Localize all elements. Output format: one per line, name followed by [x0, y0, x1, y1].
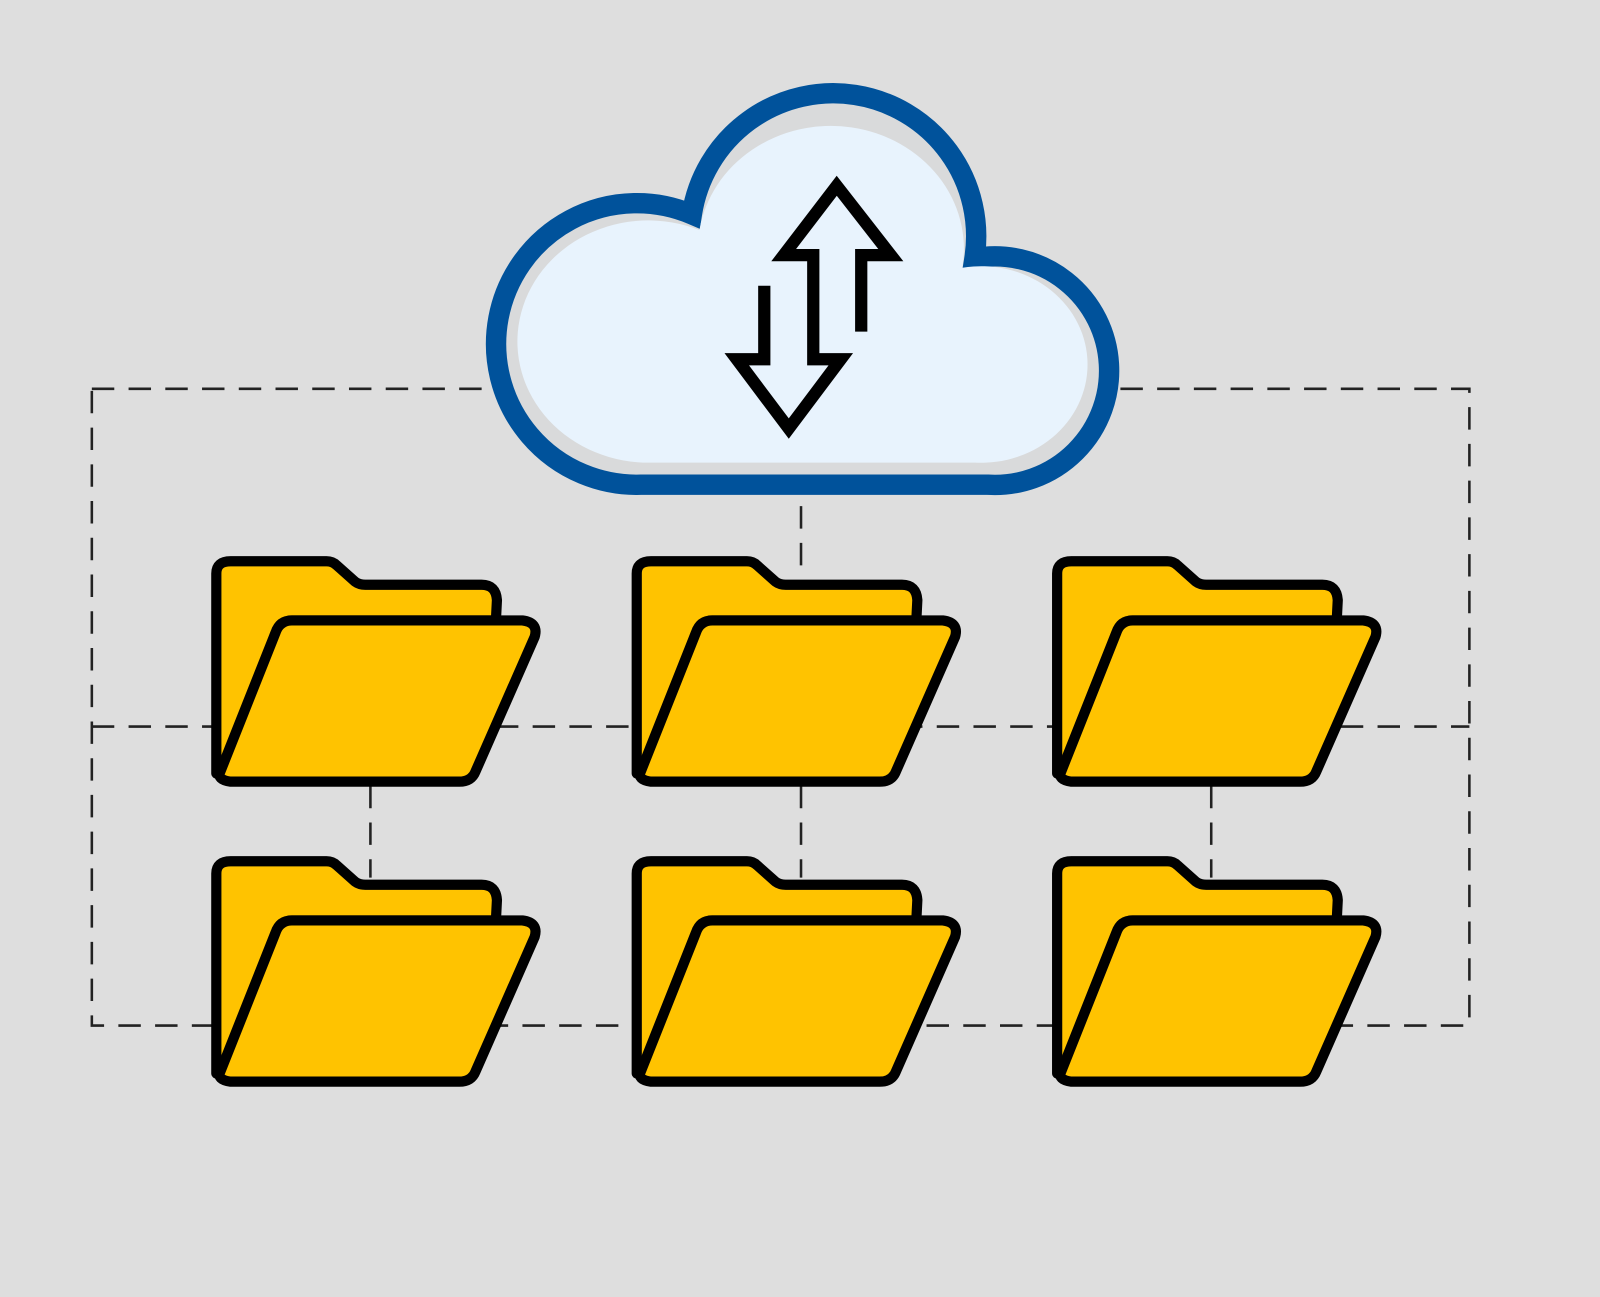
folder-open-icon — [637, 861, 956, 1081]
folder-open-icon — [637, 561, 956, 781]
folder-open-icon — [1057, 561, 1376, 781]
folder-open-icon — [216, 561, 535, 781]
folder-open-icon — [216, 861, 535, 1081]
folders — [216, 561, 1376, 1081]
cloud-sync-icon — [485, 83, 1120, 496]
download-arrow-icon — [724, 285, 854, 439]
folder-open-icon — [1057, 861, 1376, 1081]
cloud-inner-fill — [517, 125, 1088, 463]
upload-arrow-icon — [771, 175, 904, 347]
